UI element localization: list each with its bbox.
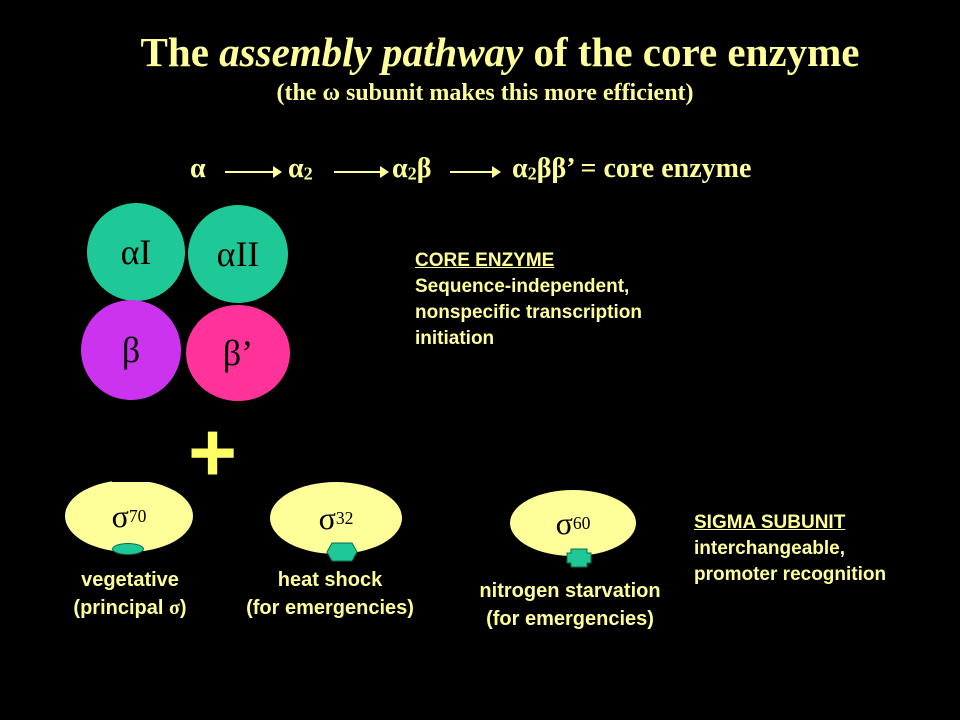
core-enzyme-line3: initiation (415, 328, 495, 349)
subtitle: (the ω subunit makes this more efficient… (276, 80, 694, 106)
core-enzyme-description: CORE ENZYME Sequence-independent, nonspe… (415, 248, 642, 352)
core-enzyme-line2: nonspecific transcription (415, 302, 642, 323)
pathway-arrow-1 (225, 166, 282, 178)
sigma-subunit-description: SIGMA SUBUNIT interchangeable, promoter … (694, 510, 886, 588)
sigma-subunit-line1: interchangeable, (694, 538, 845, 559)
sigma-32-label: heat shock (for emergencies) (220, 566, 440, 622)
plus-sign: + (188, 405, 238, 499)
beta-prime-subunit: β’ (186, 305, 290, 401)
pathway-step-alpha2beta: α2β (392, 153, 432, 184)
sigma-60-label-line1: nitrogen starvation (479, 580, 661, 602)
pathway-step-core: α2ββ’ = core enzyme (512, 153, 752, 184)
core-enzyme-line1: Sequence-independent, (415, 276, 630, 297)
sigma-70-label-line1: vegetative (81, 569, 179, 591)
pathway-arrow-2 (334, 166, 389, 178)
sigma-subunit-heading: SIGMA SUBUNIT (694, 512, 846, 533)
sigma-70-domain-icon (112, 543, 144, 555)
page-title: The assembly pathway of the core enzyme (140, 29, 860, 75)
sigma-70-label-line2: (principal σ) (73, 597, 187, 619)
beta-subunit: β (81, 300, 181, 400)
sigma-32-label-line2: (for emergencies) (246, 597, 414, 619)
sigma-60-label-line2: (for emergencies) (486, 608, 654, 630)
alpha-one-subunit: αI (87, 203, 185, 301)
sigma-subunit-line2: promoter recognition (694, 564, 887, 585)
pathway-step-alpha2: α2 (288, 153, 313, 184)
pathway-step-alpha: α (190, 153, 206, 184)
sigma-60-domain-icon (566, 548, 592, 568)
sigma-70-notch (112, 466, 152, 482)
sigma-32-domain-icon (326, 542, 358, 562)
pathway-arrow-3 (450, 166, 501, 178)
sigma-60-label: nitrogen starvation (for emergencies) (455, 577, 685, 633)
alpha-two-subunit: αII (188, 205, 288, 303)
sigma-32-label-line1: heat shock (277, 569, 383, 591)
core-enzyme-heading: CORE ENZYME (415, 250, 555, 271)
sigma-70-label: vegetative (principal σ) (40, 566, 220, 622)
